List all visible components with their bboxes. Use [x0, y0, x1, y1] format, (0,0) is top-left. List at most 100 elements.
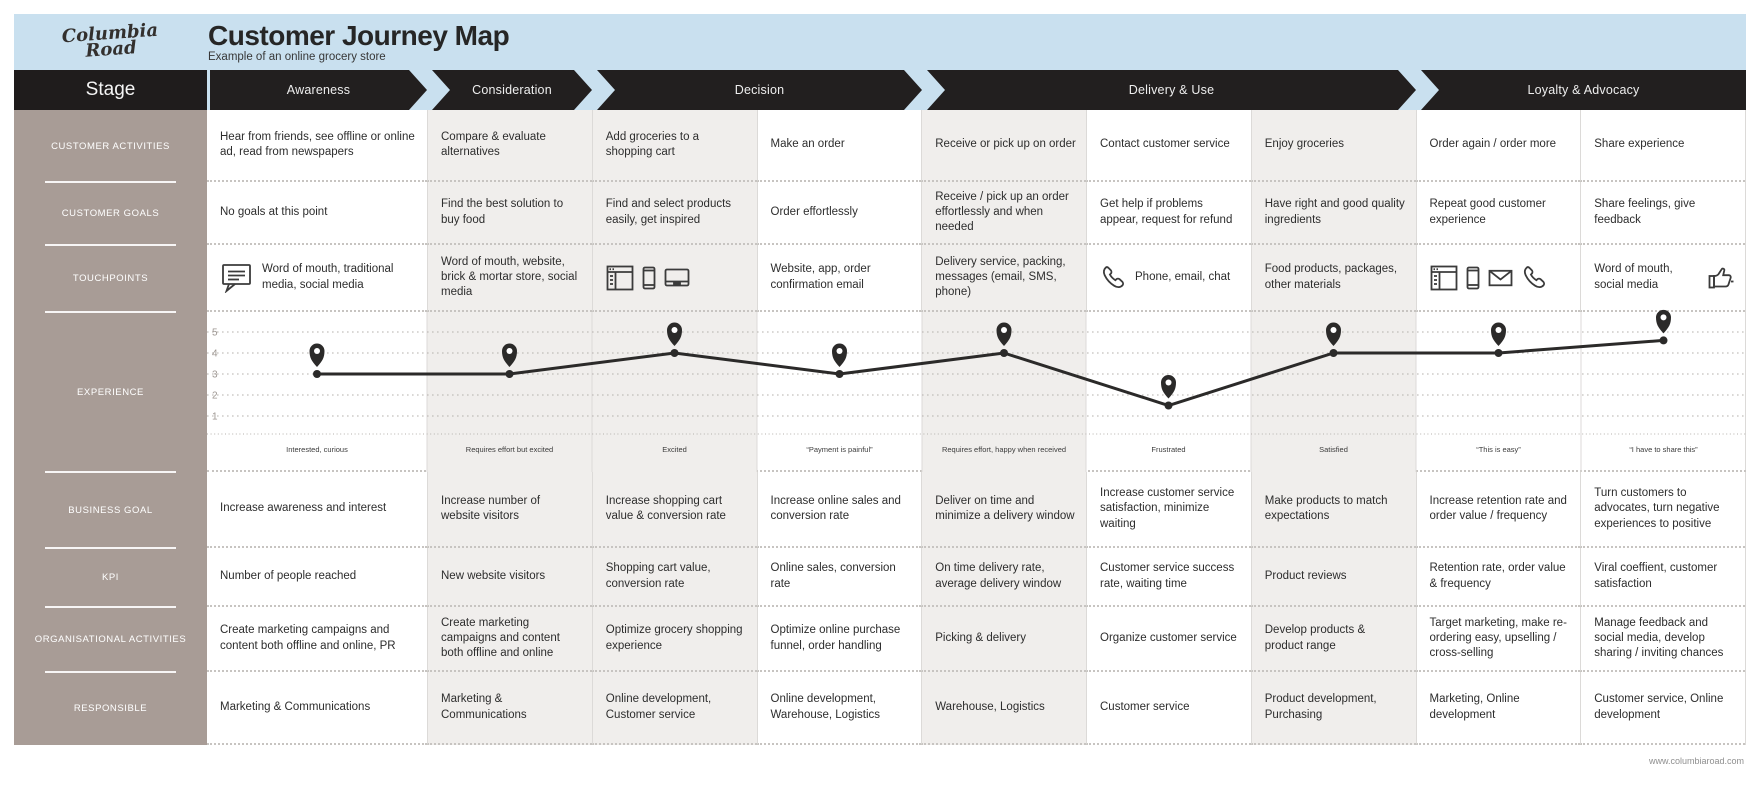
- customer-goals-cell-3: Find and select products easily, get ins…: [591, 182, 757, 245]
- responsible-text-3: Online development, Customer service: [605, 693, 712, 721]
- touchpoints-cell-3: [591, 245, 757, 312]
- organisational-activities-text-3: Optimize grocery shopping experience: [605, 624, 743, 652]
- row-label-responsible: RESPONSIBLE: [14, 672, 207, 745]
- kpi-cell-7: Product reviews: [1250, 548, 1416, 607]
- page-title: Customer Journey Map: [208, 19, 510, 51]
- organisational-activities-text-7: Develop products & product range: [1264, 624, 1366, 652]
- kpi-cell-1: Number of people reached: [207, 548, 427, 607]
- kpi-text-1: Number of people reached: [220, 569, 357, 582]
- smartphone-icon: [1466, 266, 1480, 290]
- touchpoints-cell-2: Word of mouth, website, brick & mortar s…: [427, 245, 592, 312]
- footer-url[interactable]: www.columbiaroad.com: [1648, 756, 1744, 766]
- business-goal-text-8: Increase retention rate and order value …: [1429, 494, 1567, 522]
- touchpoints-cell-8: [1415, 245, 1581, 312]
- touchpoints-cell-4: Website, app, order confirmation email: [756, 245, 922, 312]
- footer: www.columbiaroad.com: [14, 745, 1746, 769]
- emotion-label: Interested, curious: [286, 445, 348, 454]
- business-goal-text-6: Increase customer service satisfaction, …: [1100, 487, 1235, 530]
- emotion-label: Frustrated: [1151, 445, 1185, 454]
- kpi-text-7: Product reviews: [1264, 569, 1347, 582]
- kpi-text-9: Viral coeffient, customer satisfaction: [1594, 562, 1718, 590]
- business-goal-text-5: Deliver on time and minimize a delivery …: [935, 494, 1075, 522]
- kpi-text-5: On time delivery rate, average delivery …: [935, 562, 1062, 590]
- y-tick-1: 1: [212, 412, 218, 423]
- stage-decision: Decision: [597, 70, 922, 110]
- organisational-activities-cell-4: Optimize online purchase funnel, order h…: [756, 607, 922, 672]
- kpi-cell-9: Viral coeffient, customer satisfaction: [1580, 548, 1745, 607]
- touchpoints-cell-6: Phone, email, chat: [1086, 245, 1251, 312]
- customer-activities-text-5: Receive or pick up on order: [935, 138, 1076, 151]
- data-point: [1164, 401, 1173, 410]
- organisational-activities-cell-2: Create marketing campaigns and content b…: [427, 607, 592, 672]
- business-goal-cell-9: Turn customers to advocates, turn negati…: [1580, 472, 1745, 548]
- y-tick-4: 4: [212, 349, 218, 360]
- business-goal-text-7: Make products to match expectations: [1264, 494, 1388, 522]
- responsible-cell-7: Product development, Purchasing: [1250, 672, 1416, 745]
- customer-activities-text-7: Enjoy groceries: [1264, 138, 1345, 151]
- responsible-text-2: Marketing & Communications: [441, 693, 527, 721]
- organisational-activities-cell-1: Create marketing campaigns and content b…: [207, 607, 427, 672]
- data-point: [1329, 349, 1338, 357]
- organisational-activities-cell-8: Target marketing, make re-ordering easy,…: [1415, 607, 1581, 672]
- customer-goals-cell-8: Repeat good customer experience: [1415, 182, 1581, 245]
- emotion-label: “Payment is painful”: [806, 445, 873, 454]
- organisational-activities-cell-5: Picking & delivery: [921, 607, 1086, 672]
- responsible-text-6: Customer service: [1100, 700, 1190, 713]
- organisational-activities-text-6: Organize customer service: [1100, 631, 1237, 644]
- emotion-label: Excited: [662, 445, 687, 454]
- customer-goals-text-6: Get help if problems appear, request for…: [1100, 198, 1233, 226]
- business-goal-cell-4: Increase online sales and conversion rat…: [756, 472, 922, 548]
- responsible-cell-8: Marketing, Online development: [1415, 672, 1581, 745]
- y-tick-2: 2: [212, 391, 218, 402]
- location-pin-icon: [667, 322, 682, 346]
- location-pin-icon: [996, 322, 1012, 346]
- responsible-cell-6: Customer service: [1086, 672, 1251, 745]
- organisational-activities-text-9: Manage feedback and social media, develo…: [1594, 616, 1724, 660]
- customer-activities-text-4: Make an order: [770, 138, 845, 151]
- customer-goals-text-7: Have right and good quality ingredients: [1264, 198, 1405, 226]
- location-pin-icon: [1491, 322, 1506, 346]
- speech-bubble-icon: [220, 262, 254, 293]
- stage-awareness: Awareness: [210, 70, 427, 110]
- organisational-activities-cell-9: Manage feedback and social media, develo…: [1580, 607, 1745, 672]
- customer-goals-cell-2: Find the best solution to buy food: [427, 182, 592, 245]
- organisational-activities-cell-7: Develop products & product range: [1250, 607, 1416, 672]
- business-goal-cell-8: Increase retention rate and order value …: [1415, 472, 1581, 548]
- customer-activities-text-6: Contact customer service: [1100, 138, 1230, 151]
- touchpoints-text-7: Food products, packages, other materials: [1264, 263, 1398, 291]
- customer-goals-text-8: Repeat good customer experience: [1429, 198, 1546, 226]
- row-label-touchpoints: TOUCHPOINTS: [14, 245, 207, 313]
- responsible-text-5: Warehouse, Logistics: [935, 700, 1045, 713]
- data-point: [1494, 349, 1503, 357]
- responsible-cell-4: Online development, Warehouse, Logistics: [756, 672, 922, 745]
- business-goal-cell-7: Make products to match expectations: [1250, 472, 1416, 548]
- touchpoints-text-9: Word of mouth, social media: [1594, 263, 1673, 291]
- responsible-cell-3: Online development, Customer service: [591, 672, 757, 745]
- y-tick-5: 5: [212, 328, 218, 339]
- kpi-cell-4: Online sales, conversion rate: [756, 548, 922, 607]
- customer-goals-cell-6: Get help if problems appear, request for…: [1086, 182, 1251, 245]
- touchpoints-text-2: Word of mouth, website, brick & mortar s…: [441, 255, 578, 299]
- customer-goals-cell-4: Order effortlessly: [756, 182, 922, 245]
- kpi-text-3: Shopping cart value, conversion rate: [605, 562, 711, 590]
- customer-goals-cell-1: No goals at this point: [207, 182, 427, 245]
- emotion-label: Requires effort but excited: [466, 445, 553, 454]
- business-goal-cell-2: Increase number of website visitors: [427, 472, 592, 548]
- touchpoints-cell-5: Delivery service, packing, messages (ema…: [921, 245, 1086, 312]
- responsible-cell-1: Marketing & Communications: [207, 672, 427, 745]
- customer-goals-text-5: Receive / pick up an order effortlessly …: [935, 190, 1069, 234]
- y-tick-3: 3: [212, 370, 218, 381]
- touchpoints-text-4: Website, app, order confirmation email: [770, 263, 871, 291]
- customer-goals-text-1: No goals at this point: [220, 205, 328, 218]
- customer-activities-cell-9: Share experience: [1580, 110, 1745, 182]
- customer-goals-cell-5: Receive / pick up an order effortlessly …: [921, 182, 1086, 245]
- touchpoints-cell-9: Word of mouth, social media: [1580, 245, 1745, 312]
- customer-activities-text-3: Add groceries to a shopping cart: [605, 130, 700, 158]
- location-pin-icon: [1161, 375, 1176, 399]
